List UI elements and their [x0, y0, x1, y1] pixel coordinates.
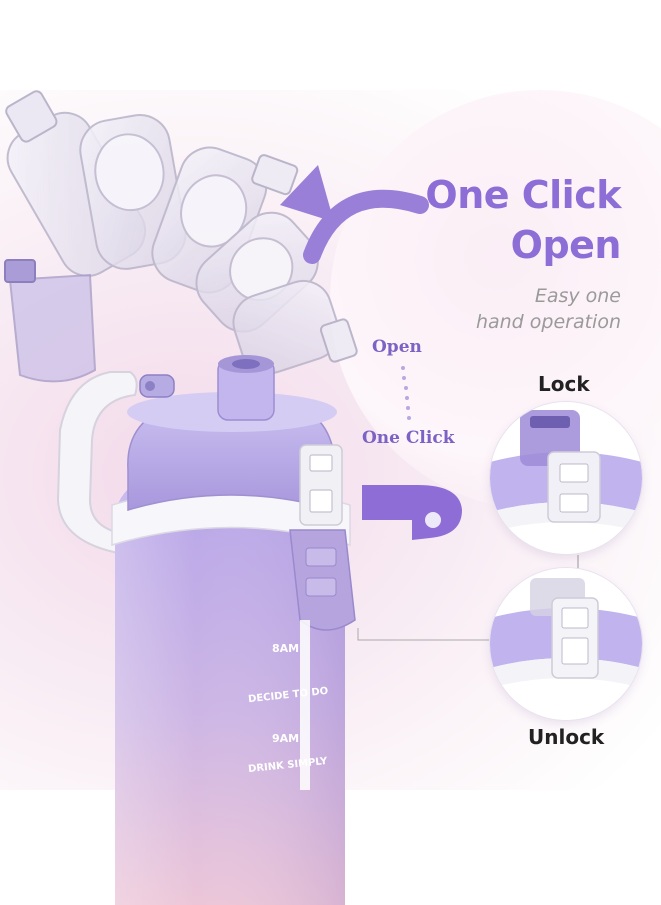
unlock-detail-image [490, 568, 642, 720]
subtitle-line-1: Easy one [534, 285, 621, 307]
subtitle: Easy one hand operation [476, 283, 621, 335]
bottle-handle [56, 371, 138, 557]
headline: One Click Open [425, 170, 621, 270]
bottle-markings: 8AM DECIDE TO DO 9AM DRINK SIMPLY [248, 642, 329, 792]
unlock-detail-badge [490, 568, 642, 720]
marking-phrase-1: DECIDE TO DO [247, 685, 329, 706]
lock-detail-badge [490, 402, 642, 554]
open-label: Open [372, 337, 422, 357]
lock-label: Lock [538, 372, 590, 396]
marking-phrase-2: DRINK SIMPLY [247, 755, 328, 776]
headline-line-1: One Click [425, 173, 621, 217]
unlock-label: Unlock [528, 725, 605, 749]
headline-line-2: Open [510, 223, 622, 267]
marking-time-2: 9AM [272, 732, 300, 745]
lid-motion-sequence [4, 90, 358, 383]
one-click-label: One Click [362, 428, 455, 448]
marking-time-1: 8AM [272, 642, 300, 655]
lock-detail-image [490, 402, 642, 554]
subtitle-line-2: hand operation [475, 311, 621, 333]
